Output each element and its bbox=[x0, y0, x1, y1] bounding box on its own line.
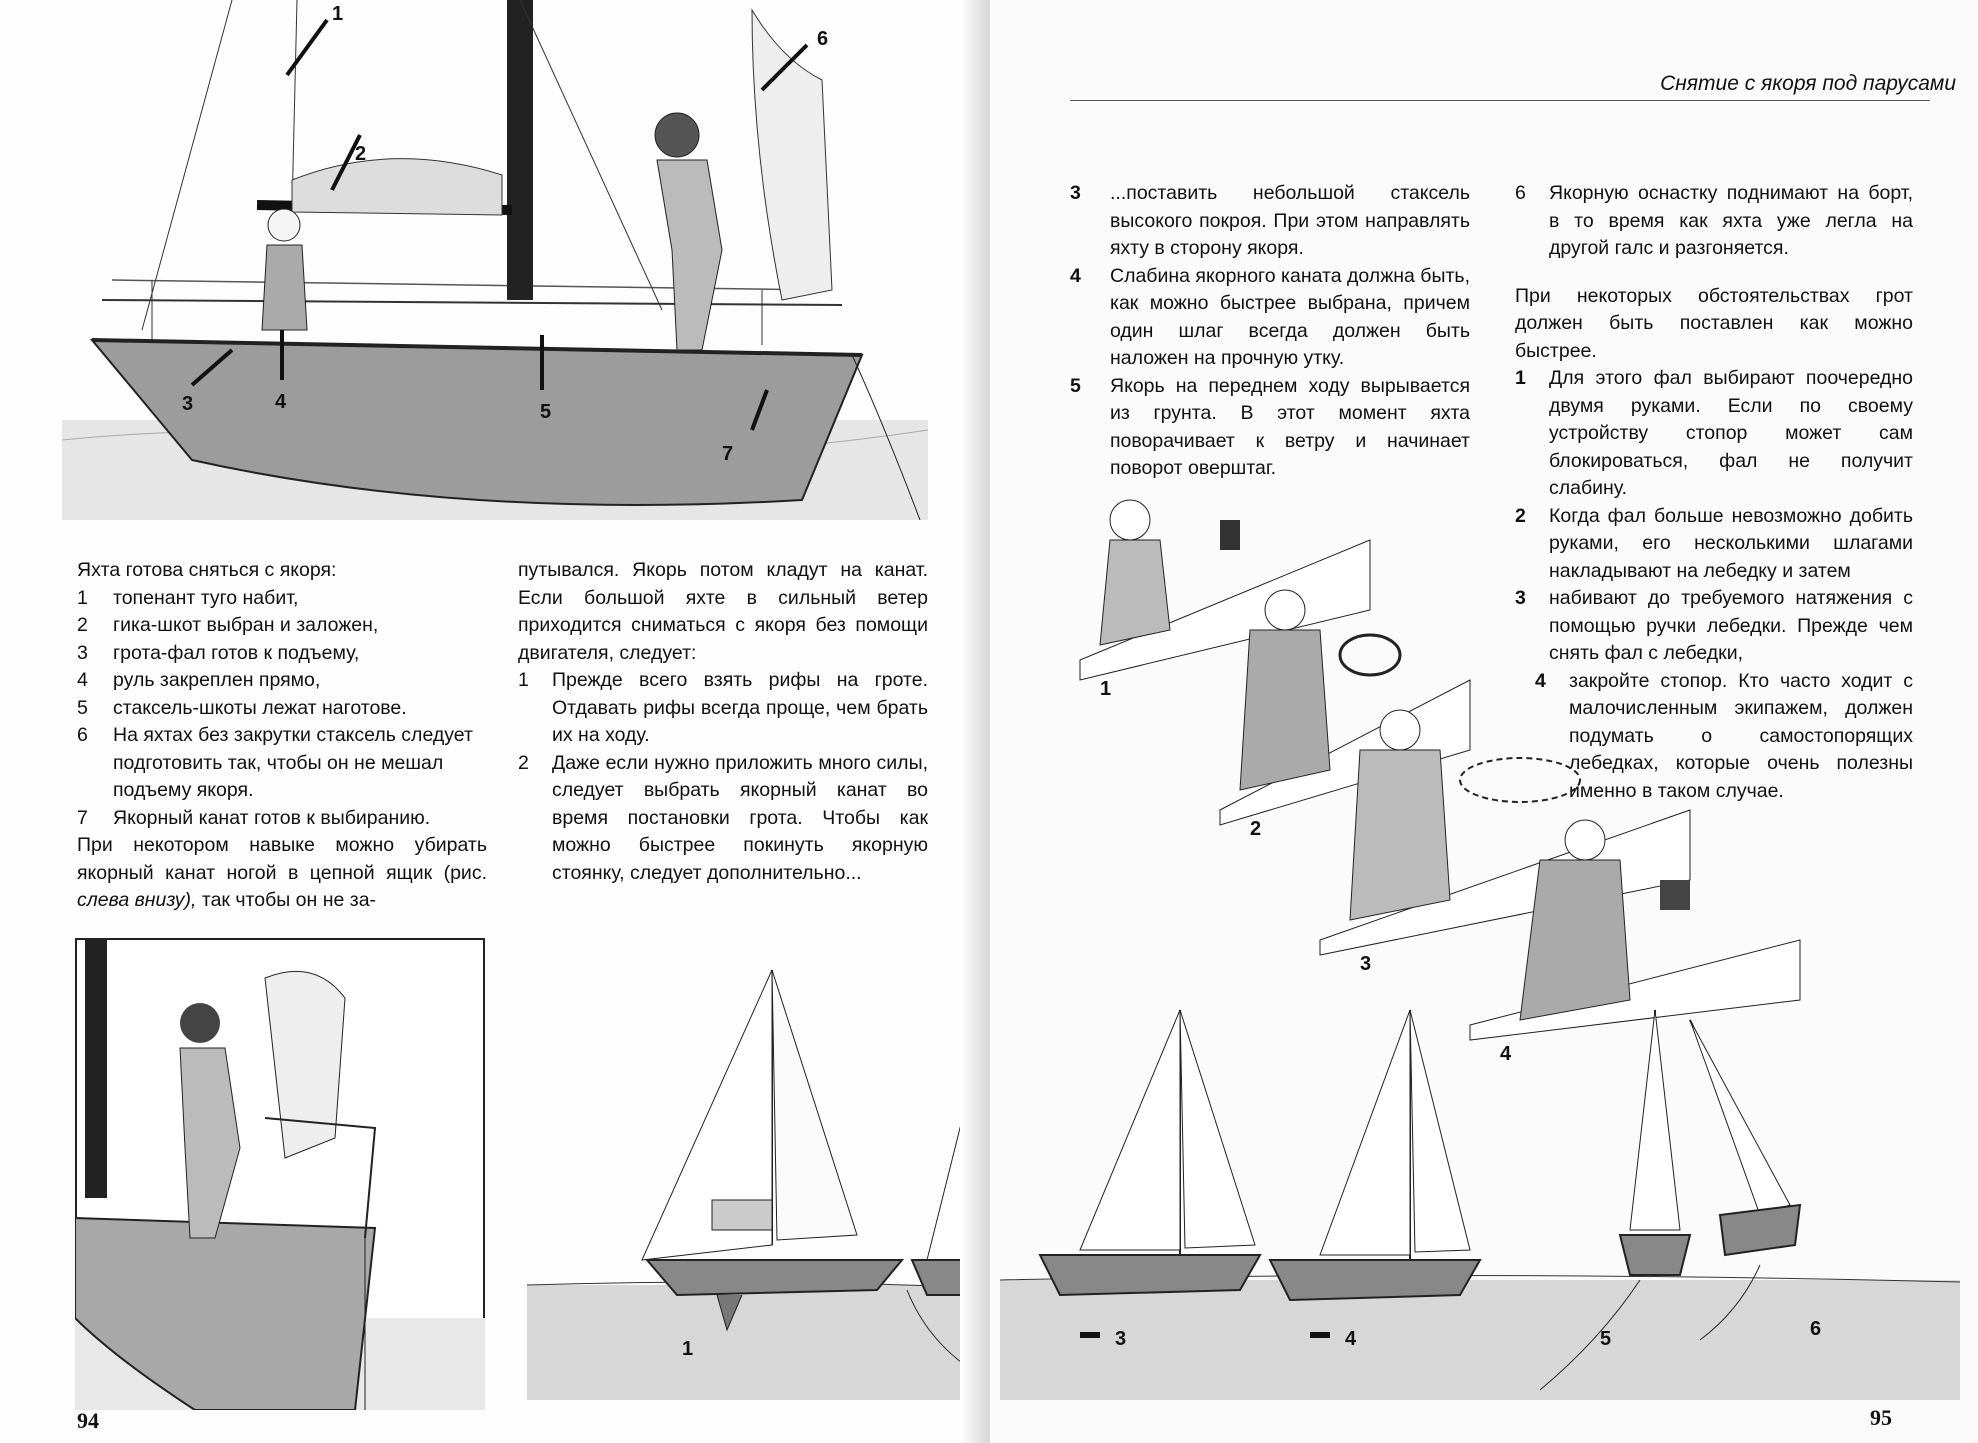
intro-line: Яхта готова сняться с якоря: bbox=[77, 559, 337, 581]
paragraph: При некоторых обстоятельствах грот долже… bbox=[1515, 284, 1913, 362]
winch-label-4: 4 bbox=[1500, 1043, 1512, 1060]
page-number-right: 95 bbox=[1870, 1405, 1892, 1430]
callout-1: 1 bbox=[332, 3, 343, 25]
callout-6: 6 bbox=[817, 28, 828, 50]
middle-column-text: путывался. Якорь потом кладут на канат. … bbox=[518, 557, 928, 887]
sequence-label-3: 3 bbox=[1115, 1328, 1126, 1350]
sailing-sequence-left: 1 2 bbox=[527, 960, 990, 1400]
yacht-anchor-illustration: 1 2 3 4 5 6 7 bbox=[62, 0, 928, 520]
winch-label-3: 3 bbox=[1360, 953, 1371, 975]
sequence-label-5: 5 bbox=[1600, 1328, 1611, 1350]
anchor-line-illustration bbox=[75, 938, 485, 1410]
sequence-label-4: 4 bbox=[1345, 1328, 1357, 1350]
paragraph: путывался. Якорь потом кладут на канат. … bbox=[518, 559, 928, 664]
callout-2: 2 bbox=[355, 143, 366, 165]
left-page: 1 2 3 4 5 6 7 Яхта готова сняться с якор… bbox=[62, 0, 990, 1433]
page-number-left: 94 bbox=[77, 1408, 99, 1433]
winch-label-1: 1 bbox=[1100, 678, 1111, 700]
sailing-sequence-right: 3 4 5 6 bbox=[1000, 990, 1960, 1400]
sequence-label-1: 1 bbox=[682, 1338, 693, 1360]
header-rule bbox=[1070, 100, 1930, 101]
right-page: Снятие с якоря под парусами 3...поставит… bbox=[990, 0, 1978, 1443]
running-head: Снятие с якоря под парусами bbox=[1660, 72, 1956, 95]
winch-label-2: 2 bbox=[1250, 818, 1261, 840]
winch-sequence-illustration: 1 2 3 4 bbox=[1070, 480, 1890, 1060]
sequence-label-6: 6 bbox=[1810, 1318, 1821, 1340]
callout-3: 3 bbox=[182, 393, 193, 415]
list-item: 3...поставить небольшой стаксель высоког… bbox=[1070, 182, 1470, 259]
callout-4: 4 bbox=[275, 391, 287, 413]
callout-5: 5 bbox=[540, 401, 551, 423]
callout-7: 7 bbox=[722, 443, 733, 465]
paragraph: При некотором навыке можно убирать якорн… bbox=[77, 834, 487, 911]
right-column-1-text: 3...поставить небольшой стаксель высоког… bbox=[1070, 180, 1470, 483]
